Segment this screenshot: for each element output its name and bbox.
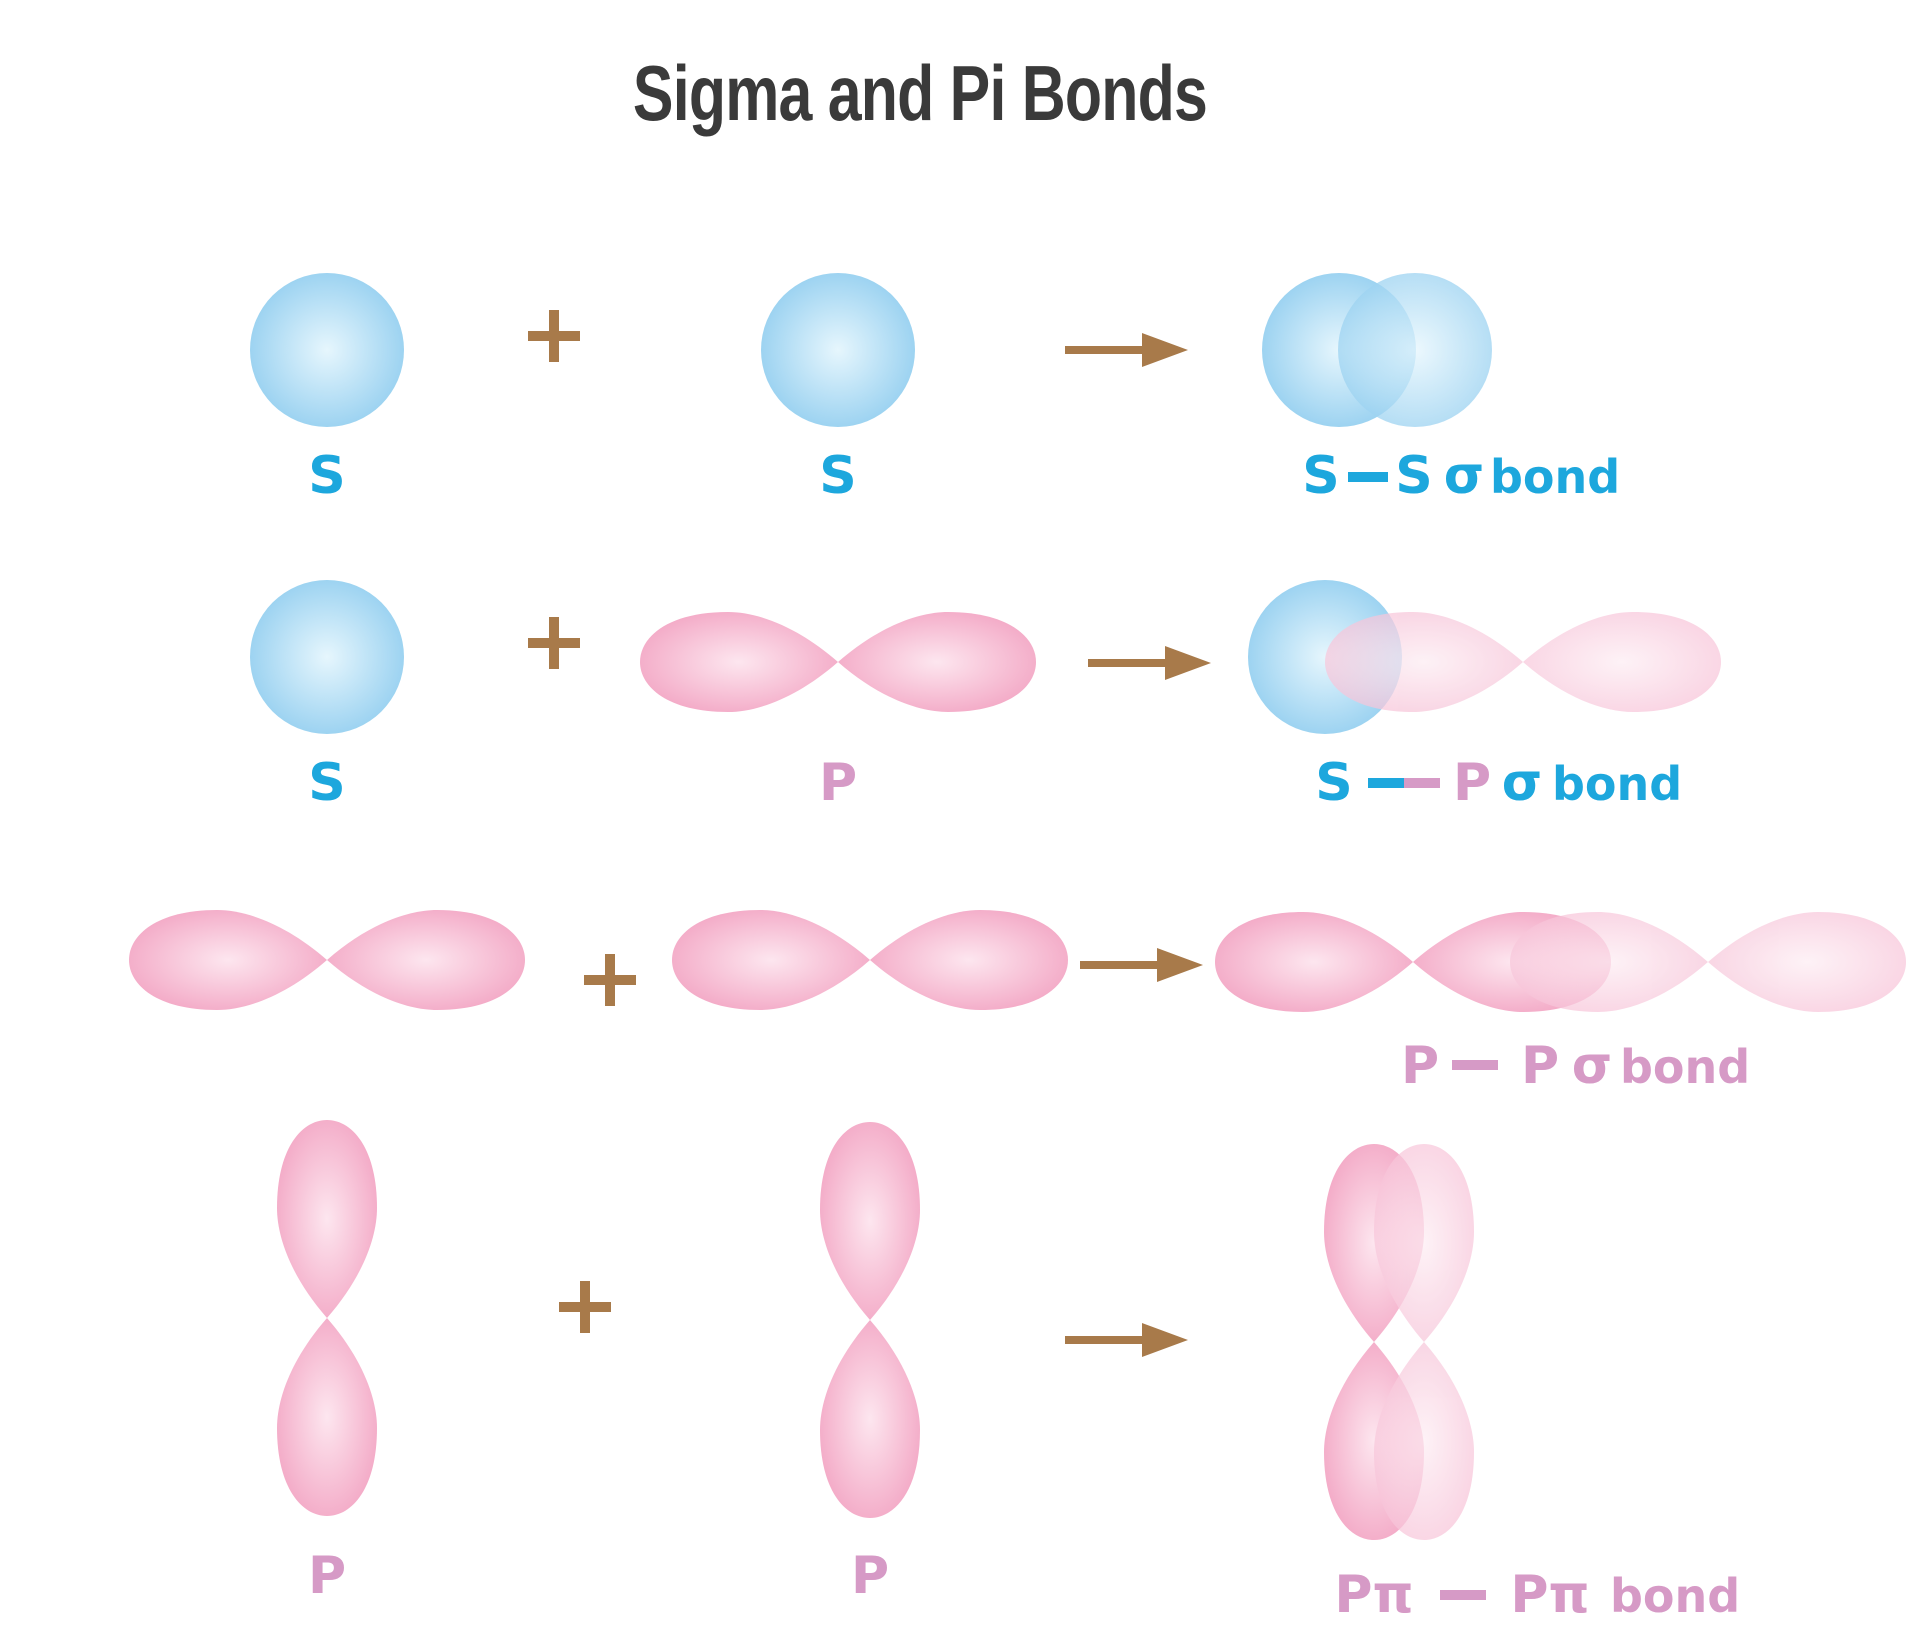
p-orbital-horizontal [129, 910, 525, 1010]
bond-word: bond [1610, 1569, 1740, 1623]
sigma-symbol: σ [1502, 753, 1543, 813]
bond-atom-a: P [1401, 1036, 1439, 1096]
bond-label-p-p-pi: Pπ Pπ bond [1334, 1565, 1740, 1625]
bond-word: bond [1552, 757, 1682, 811]
bond-atom-a: S [1302, 446, 1339, 506]
p-orbital-horizontal [640, 612, 1036, 712]
arrow-operator [1065, 1323, 1188, 1357]
plus-operator [559, 1281, 611, 1333]
bond-word: bond [1620, 1040, 1750, 1094]
s-s-overlap [1262, 273, 1492, 427]
p-orbital-vertical [277, 1120, 377, 1516]
sigma-symbol: σ [1444, 446, 1485, 506]
p-orbital-horizontal [672, 910, 1068, 1010]
diagram-title: Sigma and Pi Bonds [632, 49, 1208, 137]
bond-atom-b: S [1395, 446, 1432, 506]
arrow-operator [1065, 333, 1188, 367]
bond-dash [1452, 1060, 1498, 1070]
bond-dash [1404, 778, 1440, 788]
bond-label-s-s-sigma: S S σ bond [1302, 446, 1620, 506]
p-p-pi-overlap [1324, 1144, 1474, 1540]
bond-dash [1440, 1590, 1486, 1600]
orbital-label: S [819, 446, 856, 506]
orbital-label: P [308, 1546, 346, 1606]
p-orbital-vertical [820, 1122, 920, 1518]
plus-operator [528, 310, 580, 362]
arrow-operator [1088, 646, 1211, 680]
plus-operator [528, 617, 580, 669]
arrow-operator [1080, 948, 1203, 982]
bond-atom-a: S [1315, 753, 1352, 813]
sigma-symbol: σ [1572, 1036, 1613, 1096]
s-orbital [250, 273, 404, 427]
orbital-label: P [851, 1546, 889, 1606]
s-orbital [250, 580, 404, 734]
orbital-label: P [819, 753, 857, 813]
bond-atom-b: P [1521, 1036, 1559, 1096]
orbital-label: S [308, 446, 345, 506]
bond-atom-b: P [1453, 753, 1491, 813]
s-p-overlap [1248, 580, 1721, 734]
bond-word: bond [1490, 450, 1620, 504]
bond-dash [1368, 778, 1404, 788]
orbital-label: S [308, 753, 345, 813]
p-p-sigma-overlap [1215, 912, 1906, 1012]
plus-operator [584, 954, 636, 1006]
bond-dash [1348, 472, 1388, 482]
bond-atom-b: Pπ [1510, 1565, 1589, 1625]
s-orbital [761, 273, 915, 427]
bond-label-p-p-sigma: P P σ bond [1401, 1036, 1750, 1096]
bond-label-s-p-sigma: S P σ bond [1315, 753, 1682, 813]
bond-atom-a: Pπ [1334, 1565, 1413, 1625]
